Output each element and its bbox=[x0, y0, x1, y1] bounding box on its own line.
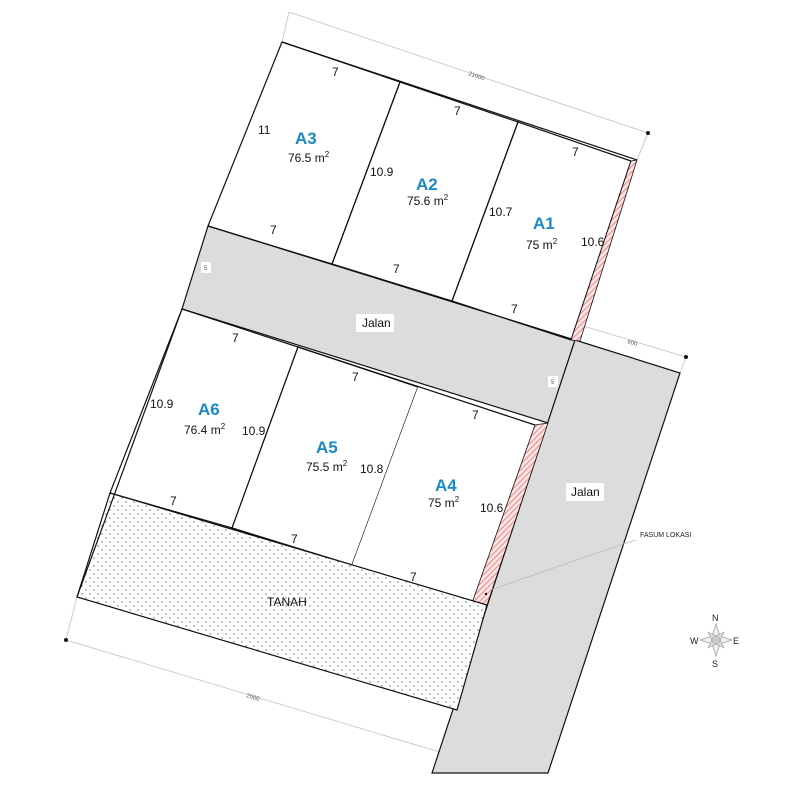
lot-A2-left-dim: 10.9 bbox=[370, 165, 394, 179]
lot-A3-left-dim: 11 bbox=[258, 123, 271, 137]
lot-A4-id: A4 bbox=[435, 476, 457, 495]
lot-A4-left-dim: 10.8 bbox=[360, 462, 384, 476]
lot-A6-bottom-dim: 7 bbox=[170, 494, 177, 508]
lot-A4-side-dim: 10.6 bbox=[480, 501, 504, 515]
dimension-top-label: 21000 bbox=[467, 71, 485, 82]
lot-A1-bottom-dim: 7 bbox=[511, 302, 518, 316]
road-width-right: 5 bbox=[551, 380, 555, 386]
tanah-area bbox=[76, 492, 488, 711]
lot-A2-top-dim: 7 bbox=[454, 104, 461, 118]
compass-n: N bbox=[712, 613, 719, 623]
lot-A2-area: 75.6 m2 bbox=[407, 193, 449, 208]
lot-A3-top-dim: 7 bbox=[332, 65, 339, 79]
lot-A3-id: A3 bbox=[295, 129, 317, 148]
dimension-right-label: 600 bbox=[626, 339, 638, 348]
lot-A4-bottom-dim: 7 bbox=[410, 570, 417, 584]
compass-s: S bbox=[712, 659, 718, 669]
lot-A5-left-dim: 10.9 bbox=[242, 424, 266, 438]
lot-A5-top-dim: 7 bbox=[352, 370, 359, 384]
compass-e: E bbox=[733, 636, 739, 646]
road-vertical-label: Jalan bbox=[571, 485, 600, 499]
dimension-bottom-label: 2000 bbox=[245, 693, 260, 703]
fasum-label: FASUM LOKASI bbox=[640, 532, 691, 539]
road-width-left: 5 bbox=[204, 266, 208, 272]
lot-A1-area: 75 m2 bbox=[526, 237, 558, 252]
lot-A1-top-dim: 7 bbox=[572, 145, 579, 159]
lot-A6-area: 76.4 m2 bbox=[184, 422, 226, 437]
lot-A1-left-dim: 10.7 bbox=[489, 205, 513, 219]
fasum-leader bbox=[489, 539, 637, 591]
lot-A6-left-dim: 10.9 bbox=[150, 397, 174, 411]
compass-rose-icon: N S E W bbox=[690, 613, 739, 669]
lot-A4-top-dim: 7 bbox=[472, 408, 479, 422]
road-horizontal-label: Jalan bbox=[362, 316, 391, 330]
lot-A6-id: A6 bbox=[198, 400, 220, 419]
lot-A1-side-dim: 10.6 bbox=[581, 235, 605, 249]
lot-A5-area: 75.5 m2 bbox=[306, 459, 348, 474]
lot-A4[interactable] bbox=[352, 387, 535, 603]
lot-A5-bottom-dim: 7 bbox=[291, 532, 298, 546]
lot-A5-id: A5 bbox=[316, 438, 338, 457]
lot-A4-area: 75 m2 bbox=[428, 495, 460, 510]
compass-w: W bbox=[690, 636, 699, 646]
dimension-top: 21000 bbox=[281, 11, 650, 161]
lot-A2-id: A2 bbox=[416, 175, 438, 194]
tanah-label: TANAH bbox=[267, 595, 307, 609]
lot-A3-bottom-dim: 7 bbox=[270, 223, 277, 237]
lot-A6-top-dim: 7 bbox=[232, 331, 239, 345]
fasum-strip-upper bbox=[570, 159, 638, 342]
lot-A3-area: 76.5 m2 bbox=[288, 150, 330, 165]
lot-A2-bottom-dim: 7 bbox=[393, 262, 400, 276]
lot-A1-id: A1 bbox=[533, 214, 555, 233]
